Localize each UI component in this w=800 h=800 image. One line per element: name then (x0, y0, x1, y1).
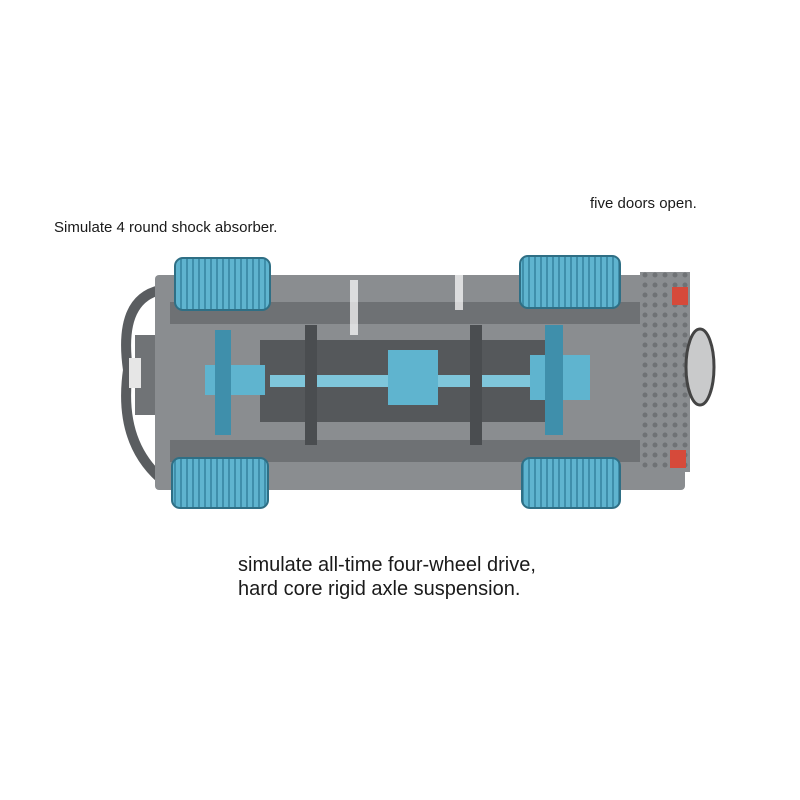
crossbar-2 (470, 325, 482, 445)
wheel-front-bottom (171, 457, 269, 509)
front-axle-housing (215, 330, 231, 435)
spare-wheel (684, 327, 716, 407)
wheel-rear-bottom (521, 457, 621, 509)
drive-caption-line-2: hard core rigid axle suspension. (238, 578, 521, 600)
front-bumper (121, 285, 164, 482)
front-axle (205, 365, 265, 395)
drive-caption-line-1: simulate all-time four-wheel drive, (238, 554, 536, 576)
crossbar-4 (455, 270, 463, 310)
drive-caption: simulate all-time four-wheel drive, hard… (238, 553, 536, 601)
rear-light-top (672, 287, 688, 305)
rear-axle-housing (545, 325, 563, 435)
wheel-rear-top (519, 255, 621, 309)
front-light (129, 358, 141, 388)
crossbar-3 (350, 280, 358, 335)
doors-caption: five doors open. (590, 195, 697, 212)
wheel-front-top (174, 257, 271, 311)
rear-light-bottom (670, 450, 686, 468)
crossbar-1 (305, 325, 317, 445)
rear-plate (640, 272, 690, 472)
side-rail-bottom (170, 440, 650, 462)
transfer-case (388, 350, 438, 405)
shock-absorber-caption: Simulate 4 round shock absorber. (54, 219, 278, 236)
